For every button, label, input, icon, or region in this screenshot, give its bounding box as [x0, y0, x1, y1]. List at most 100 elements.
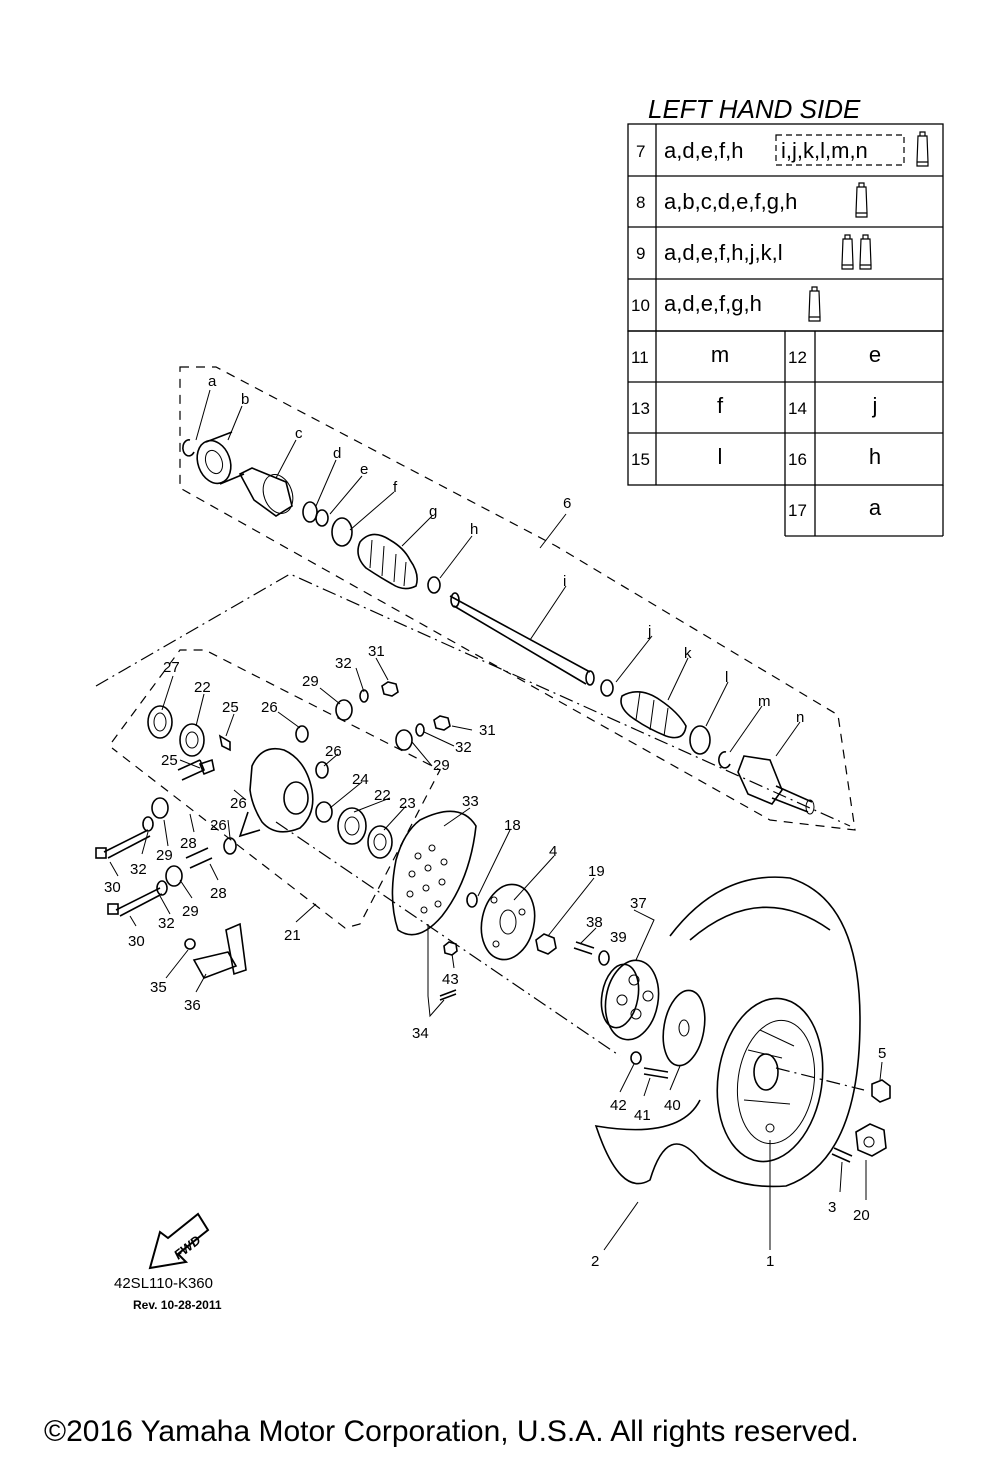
table-cell-15: 15: [631, 450, 650, 469]
callout-35: 35: [150, 979, 167, 996]
table-cell-11: 11: [631, 348, 649, 367]
callout-h: h: [470, 521, 478, 538]
wheel-and-tire: [594, 876, 891, 1188]
table-cell-15-value: l: [718, 444, 723, 469]
table-cell-12-value: e: [869, 342, 881, 367]
callout-1: 1: [766, 1253, 774, 1270]
brake-and-hub: [275, 810, 706, 1079]
table-cell-13-value: f: [717, 393, 724, 418]
callout-29: 29: [182, 903, 199, 920]
leader-lines: [109, 389, 883, 1251]
callout-32: 32: [335, 655, 352, 672]
callout-30: 30: [128, 933, 145, 950]
callout-26: 26: [325, 743, 342, 760]
callout-m: m: [758, 693, 771, 710]
callout-32: 32: [455, 739, 472, 756]
callout-31: 31: [479, 722, 496, 739]
callout-29: 29: [433, 757, 450, 774]
callout-27: 27: [163, 659, 180, 676]
revision-date: Rev. 10-28-2011: [133, 1298, 222, 1312]
table-cell-14: 14: [788, 399, 807, 418]
callout-41: 41: [634, 1107, 651, 1124]
callout-d: d: [333, 445, 341, 462]
callout-24: 24: [352, 771, 369, 788]
callout-38: 38: [586, 914, 603, 931]
callout-19: 19: [588, 863, 605, 880]
grease-tube-icon: [808, 286, 821, 322]
table-row-7-codes: a,d,e,f,h: [664, 138, 744, 163]
callout-28: 28: [210, 885, 227, 902]
callout-6: 6: [563, 495, 571, 512]
callout-23: 23: [399, 795, 416, 812]
grease-tube-icon: [841, 234, 854, 270]
grease-tube-icon: [859, 234, 872, 270]
callout-30: 30: [104, 879, 121, 896]
callout-29: 29: [156, 847, 173, 864]
callout-36: 36: [184, 997, 201, 1014]
callout-26: 26: [230, 795, 247, 812]
callout-31: 31: [368, 643, 385, 660]
callout-29: 29: [302, 673, 319, 690]
callout-34: 34: [412, 1025, 429, 1042]
table-row-8-codes: a,b,c,d,e,f,g,h: [664, 189, 797, 214]
callout-e: e: [360, 461, 368, 478]
grease-tube-icon: [916, 131, 929, 167]
callout-k: k: [684, 645, 692, 662]
callout-18: 18: [504, 817, 521, 834]
legend-table: LEFT HAND SIDE 7 a,d,e,f,h i,j,k,l,m,n 8…: [627, 94, 944, 537]
fwd-arrow: FWD: [148, 1212, 210, 1270]
callout-g: g: [429, 503, 437, 520]
callout-c: c: [295, 425, 303, 442]
callout-25: 25: [222, 699, 239, 716]
callout-f: f: [393, 479, 398, 496]
callout-22: 22: [194, 679, 211, 696]
table-row-10-codes: a,d,e,f,g,h: [664, 291, 762, 316]
callout-labels: a b c d e f g h i j k l m n 6 27 22 25 2…: [104, 373, 886, 1270]
callout-20: 20: [853, 1207, 870, 1224]
table-row-10-number: 10: [631, 296, 650, 315]
callout-5: 5: [878, 1045, 886, 1062]
callout-3: 3: [828, 1199, 836, 1216]
callout-39: 39: [610, 929, 627, 946]
knuckle-assembly: [95, 573, 851, 979]
callout-n: n: [796, 709, 804, 726]
table-cell-12: 12: [788, 348, 807, 367]
table-cell-17: 17: [788, 501, 807, 520]
callout-40: 40: [664, 1097, 681, 1114]
callout-4: 4: [549, 843, 557, 860]
table-row-8-number: 8: [636, 193, 645, 212]
table-cell-16: 16: [788, 450, 807, 469]
table-row-9-number: 9: [636, 244, 645, 263]
callout-i: i: [563, 573, 566, 590]
table-row-7-boxed-codes: i,j,k,l,m,n: [781, 138, 868, 163]
callout-26: 26: [210, 817, 227, 834]
table-cell-11-value: m: [711, 342, 729, 367]
table-row-9-codes: a,d,e,f,h,j,k,l: [664, 240, 783, 265]
callout-22: 22: [374, 787, 391, 804]
callout-l: l: [725, 669, 728, 686]
callout-25: 25: [161, 752, 178, 769]
callout-2: 2: [591, 1253, 599, 1270]
callout-a: a: [208, 373, 217, 390]
callout-37: 37: [630, 895, 647, 912]
callout-j: j: [647, 623, 651, 640]
copyright-notice: ©2016 Yamaha Motor Corporation, U.S.A. A…: [44, 1415, 859, 1448]
callout-42: 42: [610, 1097, 627, 1114]
table-cell-16-value: h: [869, 444, 881, 469]
callout-43: 43: [442, 971, 459, 988]
callout-28: 28: [180, 835, 197, 852]
drive-shaft-assembly: [179, 366, 856, 831]
callout-32: 32: [130, 861, 147, 878]
part-code: 42SL110-K360: [114, 1275, 213, 1292]
callout-26: 26: [261, 699, 278, 716]
table-cell-13: 13: [631, 399, 650, 418]
grease-tube-icon: [855, 182, 868, 218]
callout-21: 21: [284, 927, 301, 944]
table-cell-14-value: j: [872, 393, 878, 418]
table-row-7-number: 7: [636, 142, 645, 161]
table-cell-17-value: a: [869, 495, 882, 520]
callout-32: 32: [158, 915, 175, 932]
callout-33: 33: [462, 793, 479, 810]
legend-title: LEFT HAND SIDE: [648, 94, 861, 124]
